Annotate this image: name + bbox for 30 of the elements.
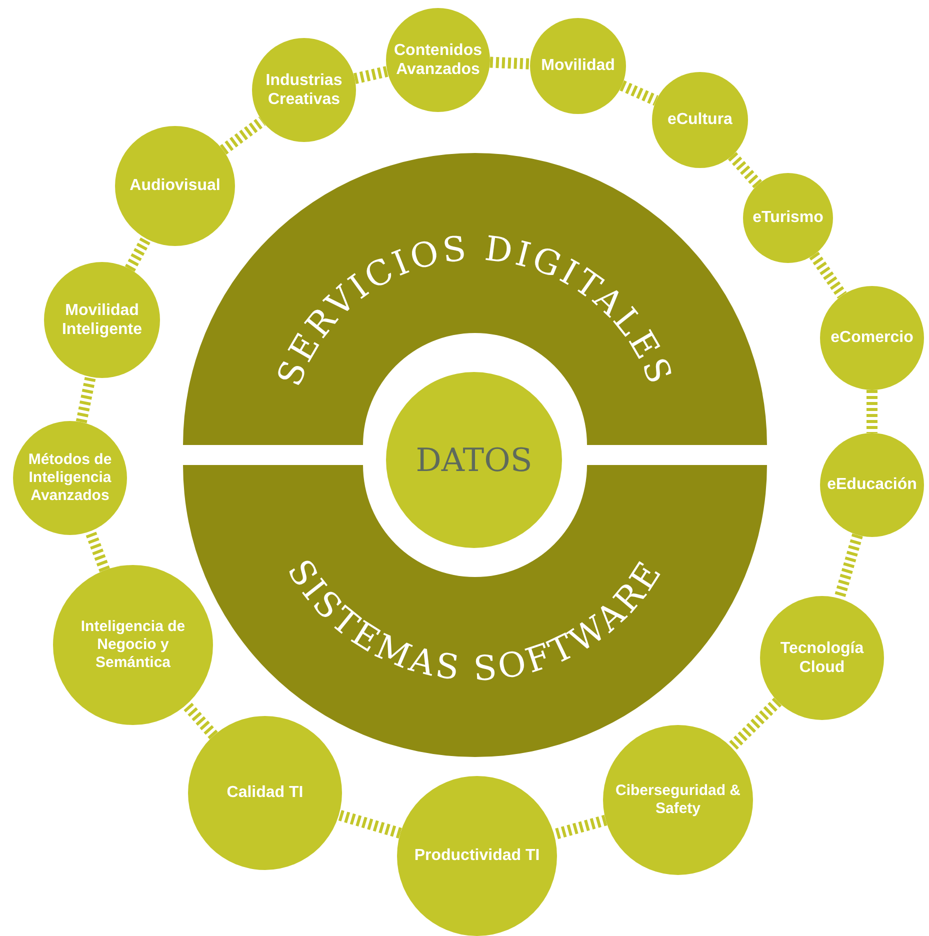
circle-label: Audiovisual bbox=[130, 176, 220, 196]
core-label: DATOS bbox=[416, 441, 532, 479]
circle-label: eEducación bbox=[827, 475, 917, 495]
circle-label: eTurismo bbox=[752, 208, 824, 228]
circle-label: Contenidos Avanzados bbox=[394, 40, 482, 80]
circle-label: Industrias Creativas bbox=[264, 70, 344, 110]
circle-label: Tecnología Cloud bbox=[779, 638, 865, 678]
circle-label: eComercio bbox=[830, 328, 914, 348]
circle-label: Movilidad Inteligente bbox=[60, 300, 143, 340]
striped-connector bbox=[490, 56, 530, 70]
circle-label: Métodos de Inteligencia Avanzados bbox=[27, 451, 113, 505]
circle-label: Movilidad bbox=[541, 56, 615, 76]
striped-connector bbox=[728, 698, 782, 752]
circle-label: Calidad TI bbox=[226, 783, 304, 803]
striped-connector bbox=[84, 529, 110, 572]
circle-label: Ciberseguridad & Safety bbox=[614, 782, 742, 818]
striped-connector bbox=[728, 152, 762, 188]
circle-label: eCultura bbox=[668, 110, 732, 130]
striped-connector bbox=[552, 814, 608, 840]
striped-connector bbox=[834, 533, 863, 600]
striped-connector bbox=[182, 701, 218, 740]
striped-connector bbox=[620, 80, 658, 106]
striped-connector bbox=[124, 236, 152, 272]
striped-connector bbox=[337, 810, 402, 838]
circle-label: Productividad TI bbox=[414, 846, 540, 866]
striped-connector bbox=[76, 376, 96, 424]
striped-connector bbox=[220, 116, 266, 155]
circle-label: Inteligencia de Negocio y Semántica bbox=[80, 618, 186, 672]
striped-connector bbox=[809, 252, 847, 299]
striped-connector bbox=[866, 390, 878, 433]
